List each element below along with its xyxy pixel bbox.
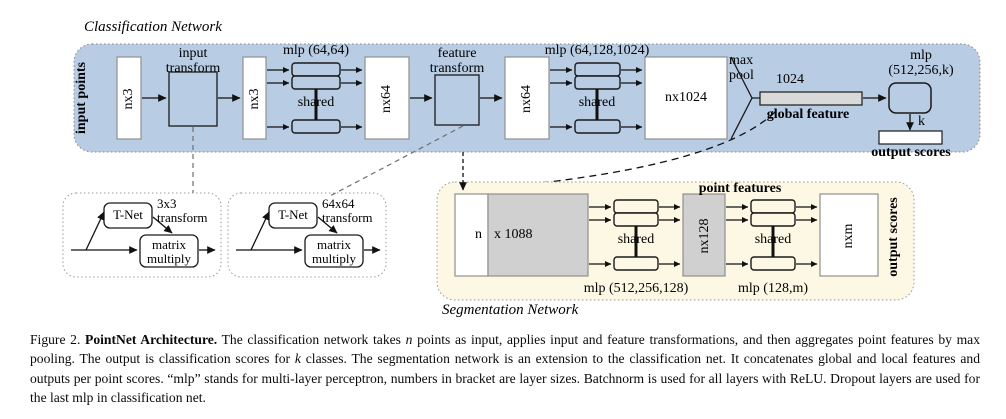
mlp-128-m-label: mlp (128,m) <box>738 281 808 296</box>
matrix-multiply-label-input: matrix multiply <box>146 237 192 267</box>
mlp-bar-a3 <box>291 119 341 134</box>
mlp-64-64-label: mlp (64,64) <box>282 43 350 58</box>
caption-title: PointNet Architecture. <box>85 332 218 347</box>
block-input-transform <box>168 71 218 127</box>
tnet-input-panel <box>62 192 222 278</box>
block-nx3-transformed <box>242 56 267 140</box>
block-nx3-input <box>116 56 142 140</box>
caption-figure-number: Figure 2. <box>30 332 86 347</box>
seg-mlp-bar-a2 <box>613 212 659 227</box>
tnet-input-transform-label: 3x3 transform <box>157 196 208 226</box>
seg-shared-label-b: shared <box>754 232 792 247</box>
tnet-feature-panel <box>227 192 387 278</box>
global-feature-bar <box>759 91 863 106</box>
nx128-label: nx128 <box>697 218 712 254</box>
segmentation-network-title: Segmentation Network <box>442 302 579 318</box>
block-nx64-a <box>364 56 410 140</box>
seg-mlp-bar-b2 <box>750 212 796 227</box>
mlp-64-128-1024-label: mlp (64,128,1024) <box>544 43 650 58</box>
seg-mlp-bar-b1 <box>750 199 796 214</box>
nx3-label-a: nx3 <box>121 88 136 110</box>
classification-output-scores-label: output scores <box>871 145 951 160</box>
feature-transform-label: feature transform <box>429 46 485 77</box>
input-transform-label: input transform <box>165 46 221 77</box>
segmentation-output-scores-label: output scores <box>886 197 901 277</box>
figure-caption: Figure 2. PointNet Architecture. The cla… <box>30 330 980 407</box>
mlp-512-256-k-box <box>888 82 932 114</box>
nx3-label-b: nx3 <box>247 88 262 110</box>
max-pool-label: max pool <box>729 53 754 84</box>
architecture-diagram <box>62 43 981 301</box>
tnet-input-label: T-Net <box>113 207 143 222</box>
concat-block-global <box>487 193 589 277</box>
input-points-label: input points <box>74 62 89 134</box>
shared-label-a: shared <box>297 95 335 110</box>
global-feature-label: global feature <box>766 107 850 122</box>
nxm-label: nxm <box>841 223 856 249</box>
concat-n-label: n <box>475 227 482 242</box>
caption-italic-n: n <box>405 332 413 347</box>
concat-block-local <box>454 193 489 277</box>
mlp-bar-b2 <box>574 75 621 90</box>
seg-shared-label-a: shared <box>617 232 655 247</box>
block-nxm <box>819 193 879 277</box>
matrix-multiply-box-feature <box>304 234 364 268</box>
caption-body-2: points as input, applies input and featu… <box>30 332 980 367</box>
tnet-feature-label: T-Net <box>278 207 308 222</box>
mlp-bar-b3 <box>574 119 621 134</box>
pointnet-architecture-figure: Classification Network Segmentation Netw… <box>62 19 981 318</box>
mlp-512-256-128-label: mlp (512,256,128) <box>583 281 689 296</box>
matrix-multiply-box-input <box>139 234 199 268</box>
mlp-512-256-k-label: mlp (512,256,k) <box>888 48 954 79</box>
nx64-label-b: nx64 <box>519 85 534 113</box>
classification-output-scores-bar <box>878 130 943 145</box>
global-feature-dim-label: 1024 <box>776 72 804 87</box>
nx1024-label: nx1024 <box>665 90 707 105</box>
nx64-label-a: nx64 <box>379 85 394 113</box>
shared-label-b: shared <box>578 95 616 110</box>
mlp-bar-a2 <box>291 75 341 90</box>
mlp-bar-a1 <box>291 62 341 77</box>
caption-body-3: classes. The segmentation network is an … <box>30 351 980 405</box>
matrix-multiply-label-feature: matrix multiply <box>311 237 357 267</box>
block-feature-transform <box>434 74 480 126</box>
k-dim-label: k <box>918 114 925 129</box>
mlp-bar-b1 <box>574 62 621 77</box>
block-nx1024 <box>644 56 728 140</box>
point-features-label: point features <box>698 181 782 196</box>
seg-mlp-bar-a1 <box>613 199 659 214</box>
caption-body-1: The classification network takes <box>217 332 406 347</box>
concat-dims-label: x 1088 <box>494 227 533 242</box>
seg-mlp-bar-b3 <box>750 256 796 271</box>
caption-italic-k: k <box>294 351 301 367</box>
block-nx128 <box>682 193 726 277</box>
classification-network-title: Classification Network <box>84 19 222 35</box>
block-nx64-b <box>504 56 550 140</box>
tnet-feature-transform-label: 64x64 transform <box>322 196 373 226</box>
seg-mlp-bar-a3 <box>613 256 659 271</box>
